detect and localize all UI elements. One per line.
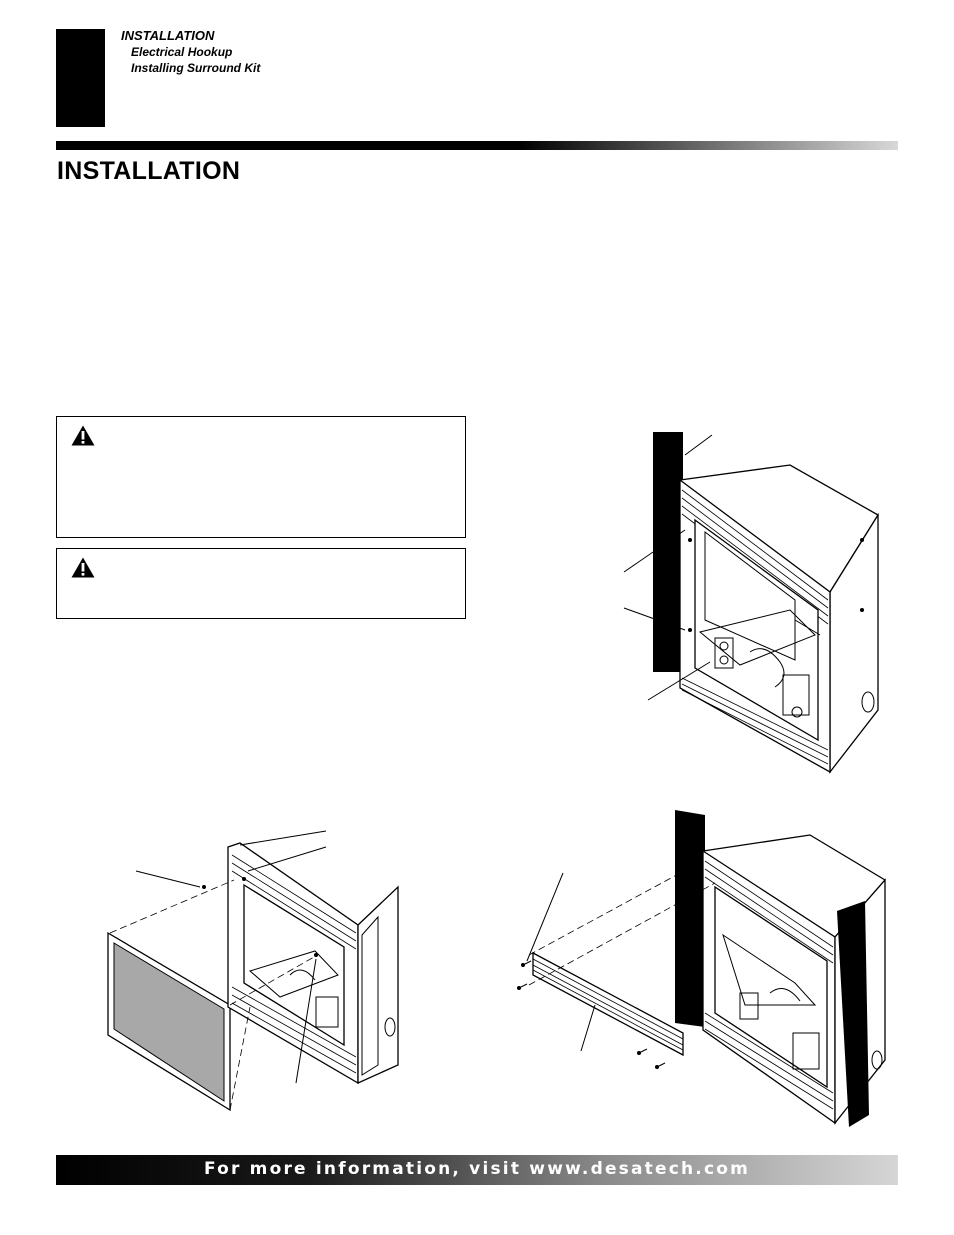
warning-triangle-icon bbox=[71, 425, 95, 446]
figure-bottom-trim-installation bbox=[517, 810, 887, 1127]
left-side-trim bbox=[675, 810, 705, 1027]
header-subsection-electrical-hookup: Electrical Hookup bbox=[131, 45, 233, 59]
page-heading: INSTALLATION bbox=[57, 157, 241, 185]
warning-box-2 bbox=[56, 548, 466, 619]
header-section-title: INSTALLATION bbox=[121, 28, 215, 43]
warning-triangle-icon bbox=[71, 557, 95, 578]
warning-box-1 bbox=[56, 416, 466, 538]
right-side-trim bbox=[837, 901, 869, 1127]
section-tab-block bbox=[56, 29, 105, 127]
figure-screen-installation bbox=[107, 830, 399, 1112]
header-subsection-installing-surround-kit: Installing Surround Kit bbox=[131, 61, 261, 75]
header-rule bbox=[56, 141, 898, 150]
side-trim-piece bbox=[653, 432, 683, 672]
footer-bar: For more information, visit www.desatech… bbox=[56, 1155, 898, 1185]
figure-side-trim-installation bbox=[623, 432, 879, 774]
footer-website-link-text[interactable]: For more information, visit www.desatech… bbox=[203, 1159, 751, 1179]
